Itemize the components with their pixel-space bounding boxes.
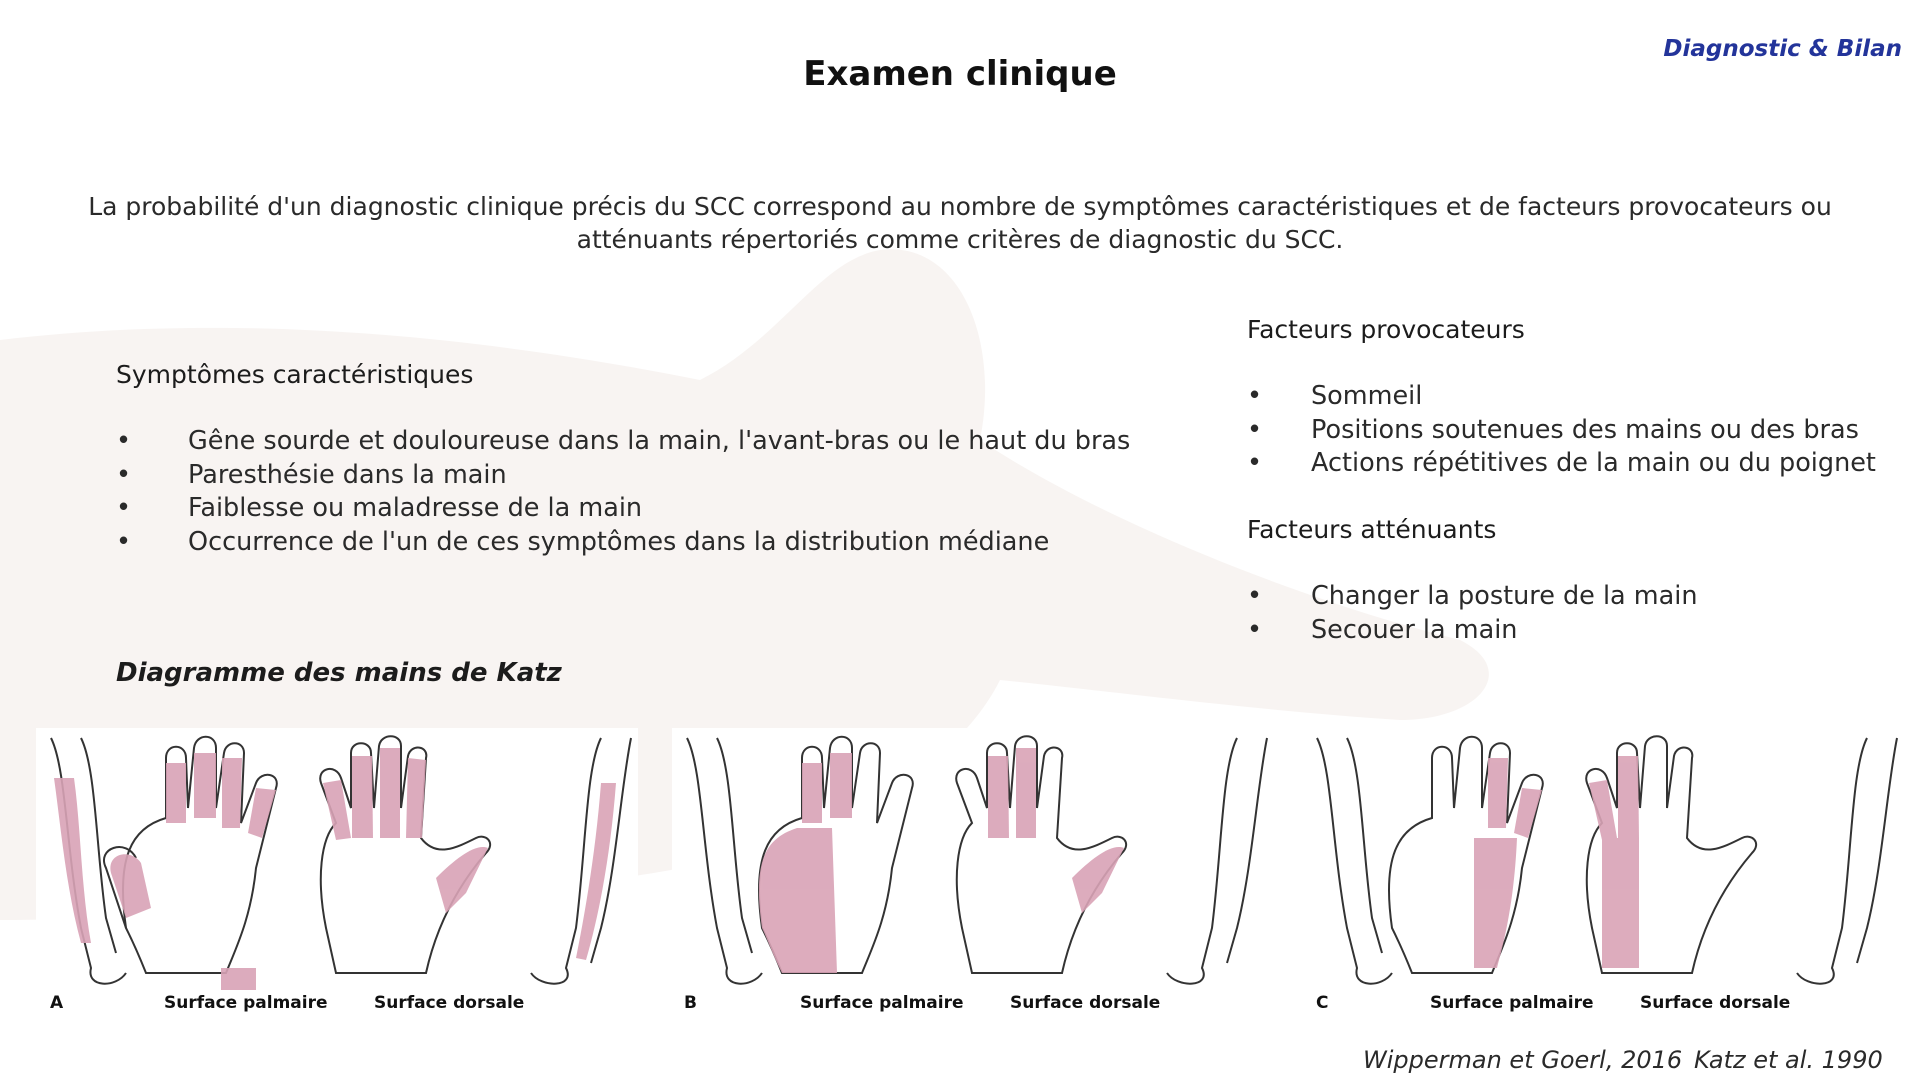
section-tag: Diagnostic & Bilan (1663, 36, 1902, 62)
mitigating-list: •Changer la posture de la main •Secouer … (1247, 580, 1698, 647)
bullet: • (1247, 448, 1263, 478)
bullet: • (1247, 414, 1263, 445)
provocative-heading: Facteurs provocateurs (1247, 315, 1525, 344)
list-item: •Occurrence de l'un de ces symptômes dan… (116, 526, 1130, 560)
citation-wipperman: Wipperman et Goerl, 2016 (1363, 1046, 1683, 1074)
hands-illustration-b (686, 735, 1268, 985)
bullet: • (1247, 581, 1263, 611)
panel-letter: C (1316, 993, 1329, 1013)
list-item: •Secouer la main (1247, 614, 1698, 648)
dorsal-label: Surface dorsale (1640, 993, 1791, 1013)
provocative-list: •Sommeil •Positions soutenues des mains … (1247, 380, 1876, 481)
mitigating-heading: Facteurs atténuants (1247, 515, 1497, 544)
bullet: • (116, 526, 132, 557)
symptoms-list: •Gêne sourde et douloureuse dans la main… (116, 425, 1130, 559)
intro-paragraph: La probabilité d'un diagnostic clinique … (88, 192, 1832, 254)
list-item: •Faiblesse ou maladresse de la main (116, 492, 1130, 526)
katz-panel-b: B Surface palmaire Surface dorsale (672, 728, 1274, 1018)
list-item: •Paresthésie dans la main (116, 459, 1130, 493)
bullet: • (116, 493, 132, 523)
bullet: • (116, 426, 132, 456)
citation-katz: Katz et al. 1990 (1694, 1046, 1883, 1074)
bullet: • (116, 459, 132, 490)
hands-illustration-a (50, 735, 632, 990)
dorsal-label: Surface dorsale (374, 993, 525, 1013)
katz-panel-c: C Surface palmaire Surface dorsale (1302, 728, 1904, 1018)
page-title: Examen clinique (803, 54, 1117, 94)
list-item: •Gêne sourde et douloureuse dans la main… (116, 425, 1130, 459)
list-item: •Actions répétitives de la main ou du po… (1247, 447, 1876, 481)
palmar-label: Surface palmaire (1430, 993, 1594, 1013)
list-item: •Sommeil (1247, 380, 1876, 414)
list-item: •Positions soutenues des mains ou des br… (1247, 414, 1876, 448)
panel-letter: A (50, 993, 64, 1013)
katz-panel-a: A Surface palmaire Surface dorsale (36, 728, 638, 1018)
hands-illustration-c (1316, 735, 1898, 985)
bullet: • (1247, 381, 1263, 411)
palmar-label: Surface palmaire (800, 993, 964, 1013)
bullet: • (1247, 614, 1263, 645)
symptoms-heading: Symptômes caractéristiques (116, 360, 474, 389)
panel-letter: B (684, 993, 697, 1013)
dorsal-label: Surface dorsale (1010, 993, 1161, 1013)
katz-diagram-title: Diagramme des mains de Katz (116, 658, 562, 688)
list-item: •Changer la posture de la main (1247, 580, 1698, 614)
palmar-label: Surface palmaire (164, 993, 328, 1013)
